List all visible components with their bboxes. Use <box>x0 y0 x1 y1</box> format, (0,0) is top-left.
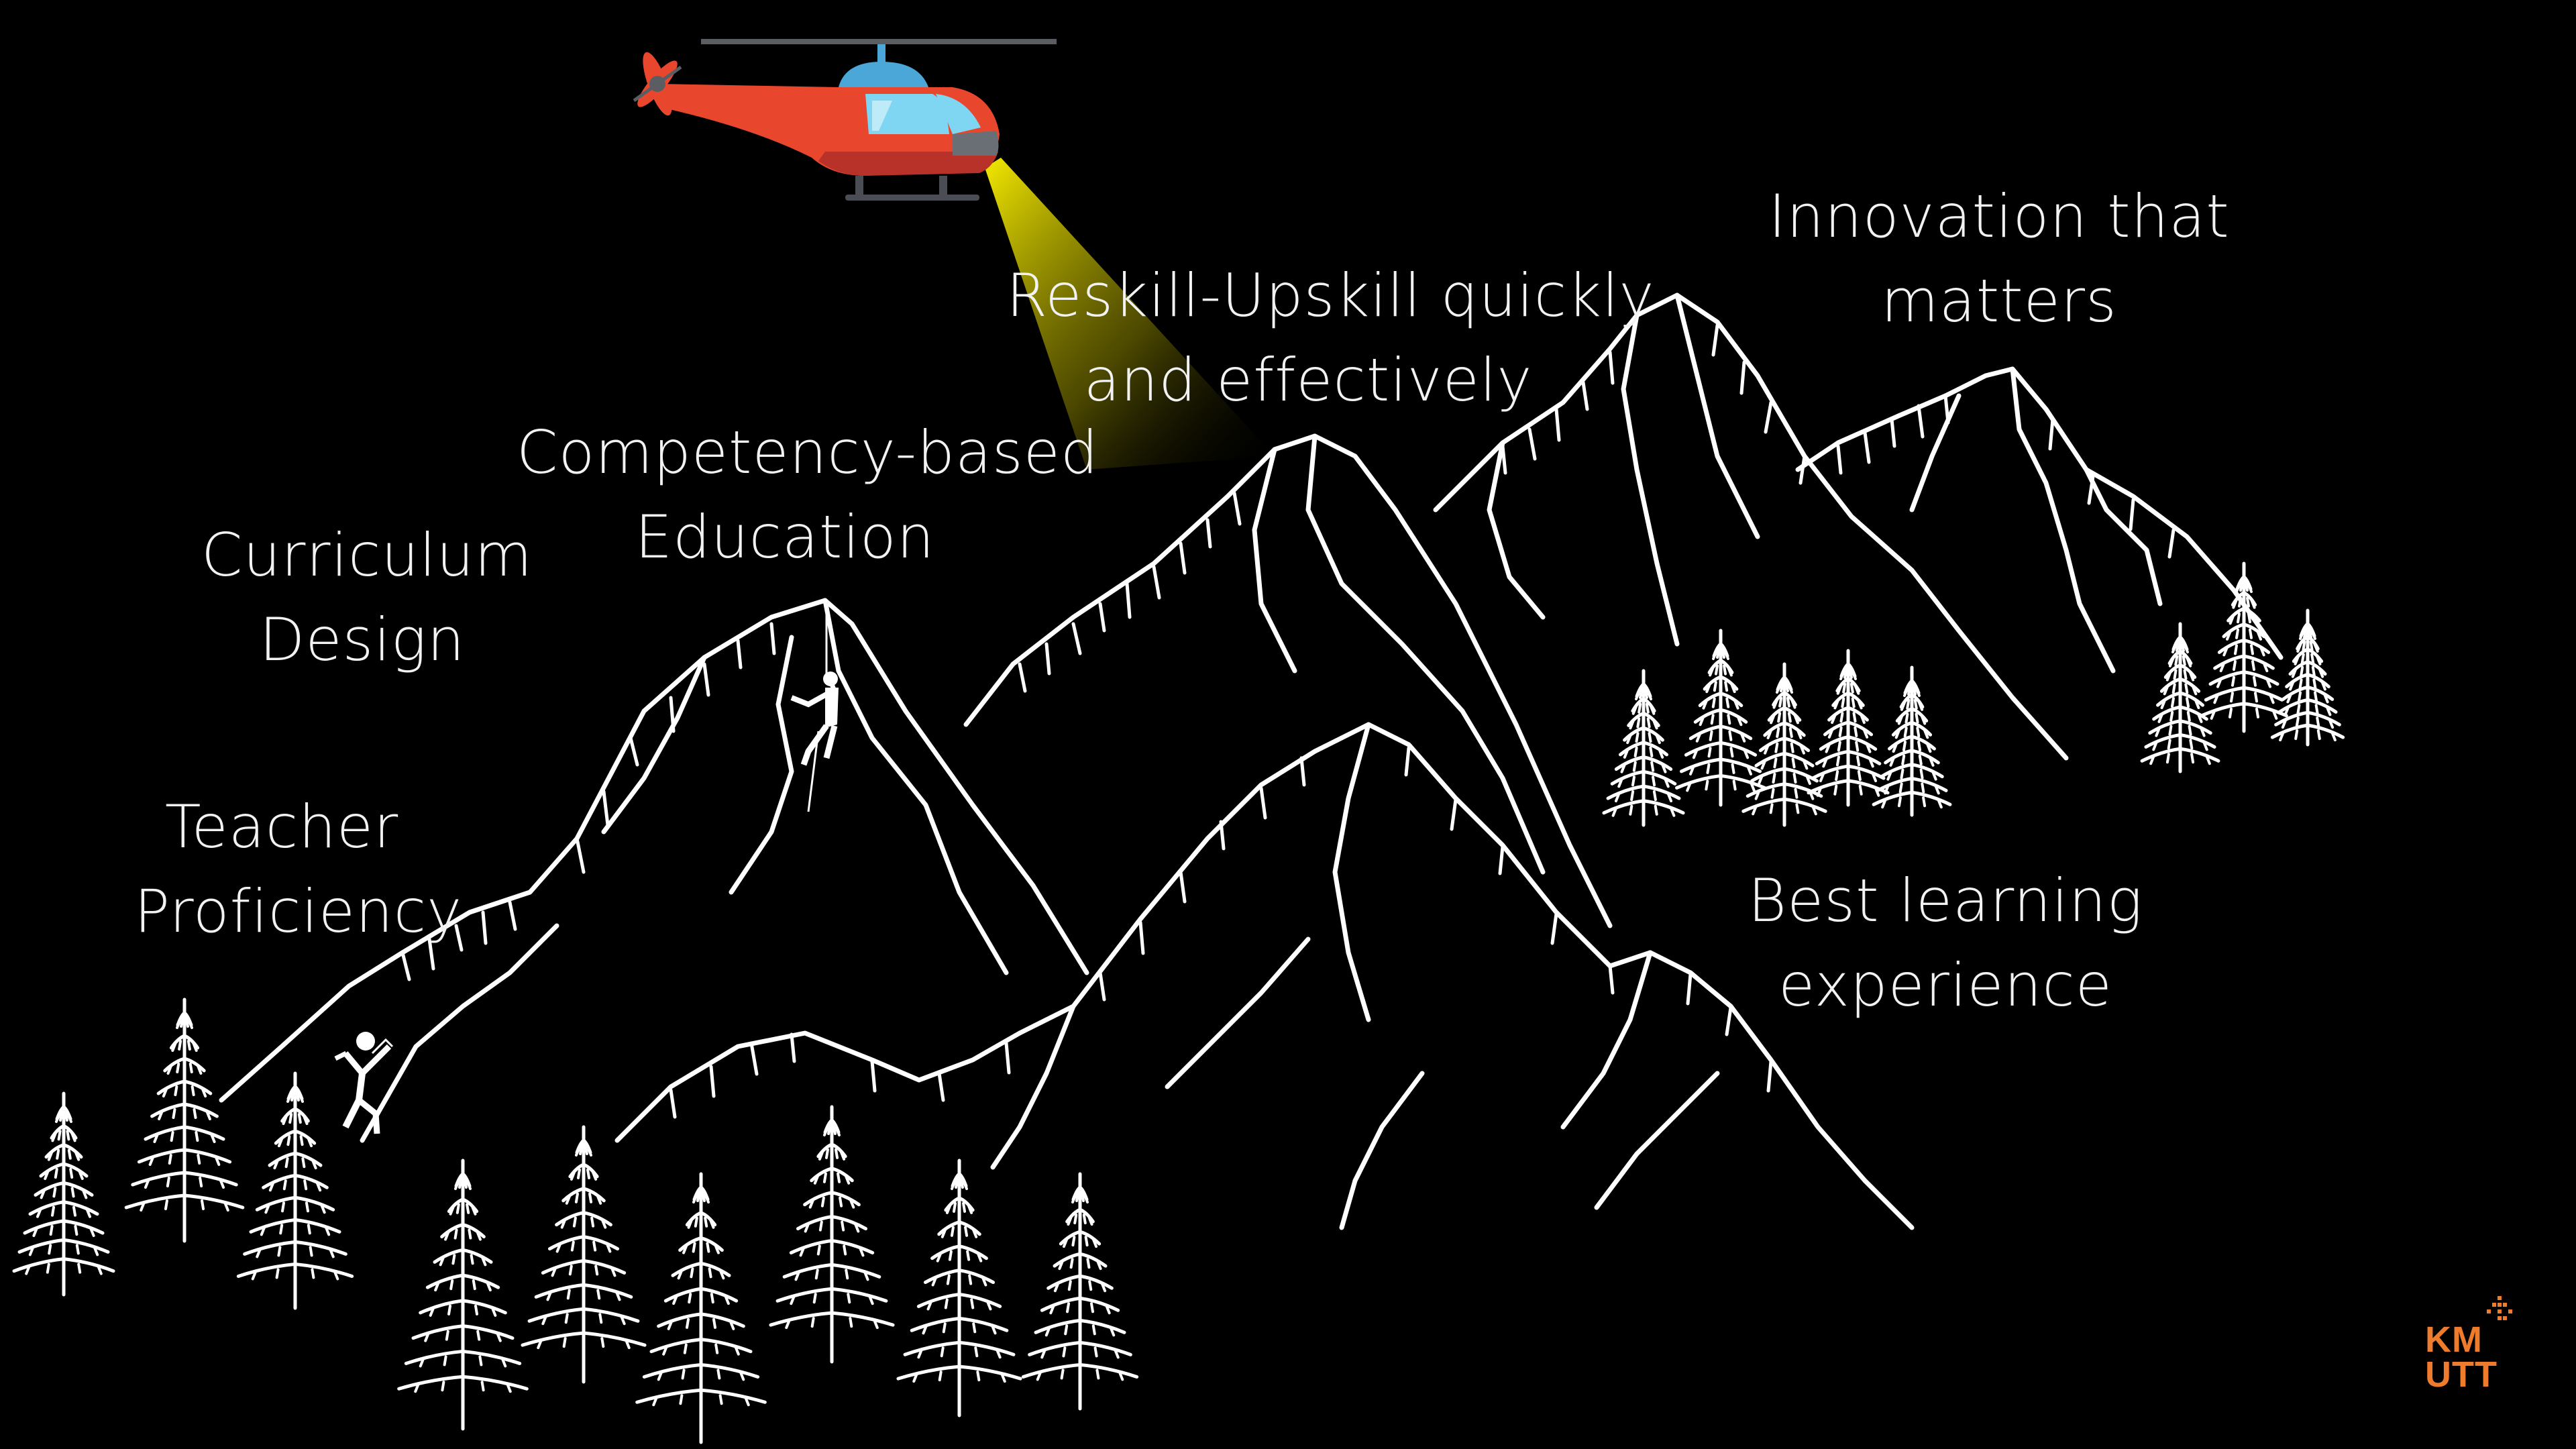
label-innovation-that-matters: Innovation that matters <box>1764 174 2234 343</box>
logo-dots-icon <box>2487 1296 2512 1320</box>
mountain-center <box>963 433 1613 928</box>
mountain-foreground <box>614 722 1915 1230</box>
label-competency-based-education: Competency-based Education <box>517 411 1099 580</box>
pine-tree-icon <box>2200 561 2288 733</box>
label-curriculum-design: Curriculum Design <box>201 513 533 682</box>
pine-tree-icon <box>2140 622 2220 773</box>
label-line: Curriculum <box>201 521 533 590</box>
pine-forest <box>12 561 2345 1444</box>
label-line: Education <box>635 502 935 572</box>
pine-tree-icon <box>12 1091 115 1297</box>
pine-tree-icon <box>1602 669 1685 827</box>
label-reskill-upskill: Reskill-Upskill quickly and effectively <box>1006 254 1655 423</box>
pine-tree-icon <box>236 1071 354 1310</box>
label-line: Proficiency <box>134 877 463 946</box>
label-teacher-proficiency: Teacher Proficiency <box>134 785 463 954</box>
pine-tree-icon <box>896 1159 1022 1417</box>
pine-tree-icon <box>1021 1172 1139 1411</box>
logo-line-2: UTT <box>2425 1354 2498 1395</box>
label-line: Reskill-Upskill quickly <box>1006 261 1655 330</box>
pine-tree-icon <box>124 998 245 1243</box>
label-line: matters <box>1881 266 2117 335</box>
pine-tree-icon <box>635 1172 767 1444</box>
pine-tree-icon <box>521 1125 647 1384</box>
label-best-learning-experience: Best learning experience <box>1731 859 2160 1028</box>
climber-icon <box>334 1032 394 1134</box>
pine-tree-icon <box>1807 649 1890 807</box>
label-line: Competency-based <box>517 418 1099 487</box>
logo-line-1: KM <box>2425 1320 2483 1360</box>
pine-tree-icon <box>769 1105 895 1364</box>
pine-tree-icon <box>2270 608 2345 747</box>
label-line: Innovation that <box>1768 182 2230 251</box>
pine-tree-icon <box>1675 629 1766 807</box>
pine-tree-icon <box>1872 665 1952 817</box>
mountain-tall-peak <box>1433 292 2069 761</box>
rappelling-climber-icon <box>790 604 839 812</box>
label-line: Best learning <box>1748 866 2143 935</box>
label-line: Design <box>259 605 466 674</box>
mountain-far-right <box>1795 366 2284 660</box>
kmutt-logo: KM UTT <box>2425 1295 2519 1402</box>
label-line: experience <box>1778 951 2112 1020</box>
searchlight-beam <box>985 158 1275 470</box>
label-line: Teacher <box>164 792 399 861</box>
pine-tree-icon <box>1741 662 1827 827</box>
pine-tree-icon <box>397 1159 529 1431</box>
label-line: and effectively <box>1083 345 1533 415</box>
helicopter-icon <box>633 39 1057 201</box>
mountain-left-front <box>219 598 1089 1103</box>
